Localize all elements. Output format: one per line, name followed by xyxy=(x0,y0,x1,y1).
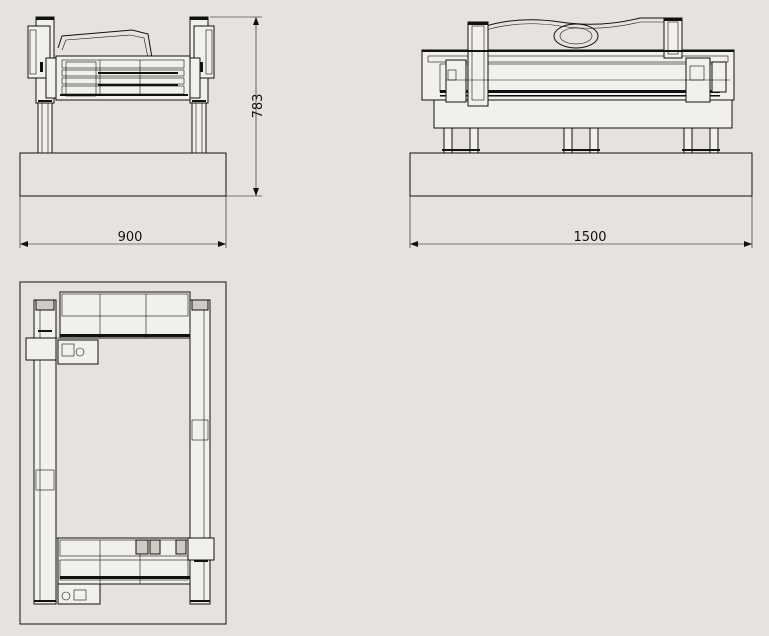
front-right-leg xyxy=(191,102,207,154)
side-base-block xyxy=(409,152,753,197)
side-cable-loop xyxy=(553,23,599,49)
side-view: 1500 xyxy=(409,17,753,248)
front-width-dimension-label: 900 xyxy=(118,230,143,245)
front-view: 783 900 xyxy=(19,16,266,248)
front-base-block xyxy=(19,152,227,197)
side-width-dimension-label: 1500 xyxy=(573,230,606,245)
top-view xyxy=(19,281,227,625)
top-view-border xyxy=(19,281,227,625)
side-legs xyxy=(442,127,720,154)
side-left-post xyxy=(467,21,489,107)
side-cable-chain xyxy=(485,17,670,27)
height-dimension-label: 783 xyxy=(251,94,266,119)
top-upper-gantry xyxy=(59,291,191,339)
front-left-leg xyxy=(37,102,53,154)
front-cable-carrier xyxy=(57,29,153,59)
top-work-area xyxy=(55,337,191,539)
